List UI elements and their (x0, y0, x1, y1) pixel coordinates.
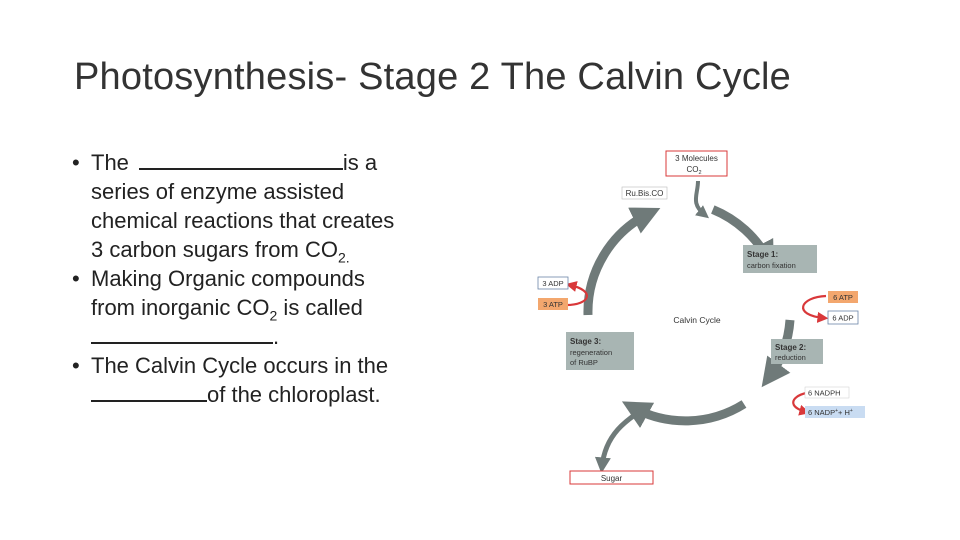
stage-2-title: Stage 2: (775, 343, 806, 352)
co2-subscript: 2. (337, 249, 350, 266)
bullet-3-line-2: of the chloroplast. (207, 382, 381, 407)
co2-box-line-2: CO (686, 165, 698, 174)
bullet-1-line-3: chemical reactions that creates (91, 208, 395, 233)
calvin-cycle-diagram: 3 Molecules CO2 Ru.Bis.CO Stage 1: carbo… (537, 150, 865, 485)
co2-box-line-1: 3 Molecules (675, 154, 718, 163)
stage-3-line-2: regeneration (570, 348, 612, 357)
bullet-list: • The is a series of enzyme assisted chem… (72, 148, 492, 409)
atp-3-text: 3 ATP (543, 300, 563, 309)
rubisco-label: Ru.Bis.CO (621, 186, 668, 200)
bullet-1-line-2: series of enzyme assisted (91, 179, 345, 204)
svg-text:6 NADP++ H+: 6 NADP++ H+ (808, 408, 853, 417)
atp-6-text: 6 ATP (833, 293, 853, 302)
bullet-3-line-1: The Calvin Cycle occurs in the (91, 353, 389, 378)
adp-3-text: 3 ADP (542, 279, 563, 288)
co2-input-arrow (693, 180, 709, 219)
co2-subscript: 2 (269, 307, 278, 324)
nadp-h-superscript: + (850, 408, 853, 414)
nadph-to-nadp-arrow (792, 391, 811, 416)
bullet-1-line-4: 3 carbon sugars from CO (91, 237, 338, 262)
sugar-output-arrow (594, 402, 652, 474)
nadp-superscript: + (835, 408, 838, 414)
stage-1-box: Stage 1: carbon fixation (743, 245, 817, 273)
slide-title: Photosynthesis- Stage 2 The Calvin Cycle (74, 56, 791, 98)
bullet-organic-compounds: • Making Organic compounds from inorgani… (72, 264, 492, 351)
stage-1-title: Stage 1: (747, 250, 778, 259)
bullet-calvin-location: • The Calvin Cycle occurs in the of the … (72, 351, 492, 409)
nadph-6-text: 6 NADPH (808, 389, 841, 398)
co2-box: 3 Molecules CO2 (665, 150, 728, 177)
fill-in-blank-2 (91, 324, 273, 344)
stage-3-title: Stage 3: (570, 337, 601, 346)
adp-3-box: 3 ADP (537, 276, 569, 290)
nadph-6-box: 6 NADPH (804, 386, 850, 399)
adp-6-box: 6 ADP (827, 310, 859, 325)
bullet-marker: • (72, 150, 80, 175)
atp-to-adp-arrow-stage3 (565, 281, 588, 307)
atp-to-adp-arrow-stage2 (802, 294, 829, 323)
bullet-marker: • (72, 353, 80, 378)
sugar-text: Sugar (601, 474, 623, 483)
nadp-6-box: 6 NADP++ H+ (805, 406, 865, 418)
stage-2-box: Stage 2: reduction (771, 339, 823, 364)
fill-in-blank-3 (91, 382, 207, 402)
sugar-box: Sugar (569, 470, 654, 485)
bullet-marker: • (72, 266, 80, 291)
bullet-calvin-definition: • The is a series of enzyme assisted chem… (72, 148, 492, 264)
nadp-h-text: + H (838, 408, 850, 417)
calvin-cycle-center-label: Calvin Cycle (673, 315, 721, 325)
bullet-2-line-2-pre: from inorganic CO (91, 295, 270, 320)
bullet-2-line-2-post: is called (277, 295, 363, 320)
co2-box-subscript: 2 (698, 170, 701, 176)
stage-3-box: Stage 3: regeneration of RuBP (566, 332, 634, 370)
adp-6-text: 6 ADP (832, 314, 853, 323)
bullet-2-line-1: Making Organic compounds (91, 266, 365, 291)
stage-3-line-3: of RuBP (570, 358, 598, 367)
atp-6-box: 6 ATP (828, 291, 858, 303)
stage-2-subtitle: reduction (775, 353, 806, 362)
bullet-1-line-1: is a (342, 150, 378, 175)
atp-3-box: 3 ATP (538, 298, 568, 310)
fill-in-blank-1 (138, 150, 343, 170)
nadp-6-text: 6 NADP (808, 408, 835, 417)
bullet-1-lead: The (91, 150, 129, 175)
rubisco-text: Ru.Bis.CO (626, 189, 664, 198)
stage-1-subtitle: carbon fixation (747, 261, 796, 270)
bullet-2-period: . (273, 324, 280, 349)
svg-text:CO2: CO2 (686, 165, 701, 176)
